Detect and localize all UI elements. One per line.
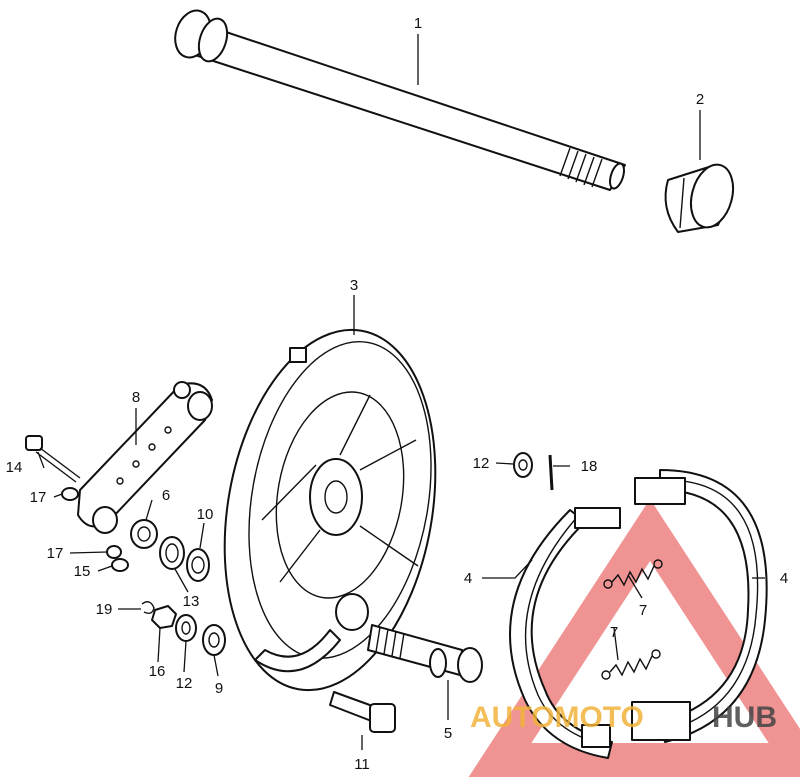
- callout-1: 1: [414, 15, 422, 32]
- watermark-logo-text: AUTOMOTO HUB: [470, 701, 777, 734]
- callout-11: 11: [354, 756, 370, 773]
- callout-9: 9: [215, 680, 223, 697]
- washer-12-upper-part: [513, 452, 533, 478]
- callout-6: 6: [162, 487, 170, 504]
- watermark-automoto: AUTOMOTO: [470, 701, 644, 734]
- clip-19-part: [141, 601, 155, 615]
- washer-17-lower-part: [106, 545, 122, 559]
- spring-upper-part: [603, 559, 663, 589]
- washer-10-part: [186, 548, 210, 582]
- callout-15: 15: [74, 563, 91, 580]
- adjuster-bolt-part: [25, 435, 81, 483]
- callout-7-lower: 7: [610, 624, 618, 641]
- callout-7-upper: 7: [639, 602, 647, 619]
- nut-16-part: [151, 605, 177, 629]
- watermark-logo-triangle: [468, 498, 800, 777]
- brake-shoe-left-part: [509, 507, 621, 759]
- callout-3: 3: [350, 277, 358, 294]
- callout-10: 10: [197, 506, 214, 523]
- brake-panel-part: [223, 328, 437, 692]
- pin-18-part: [548, 454, 554, 491]
- callout-4-left: 4: [464, 570, 472, 587]
- callout-19: 19: [96, 601, 113, 618]
- washer-13-part: [159, 536, 185, 570]
- callout-4-right: 4: [780, 570, 788, 587]
- collar-part: [664, 163, 735, 233]
- callout-labels: 1 2 3 4 4 5 6 7 7 8 9 10 11 12 12 13 14 …: [6, 15, 789, 773]
- callout-18: 18: [581, 458, 598, 475]
- leader-lines: [37, 34, 765, 750]
- callout-16: 16: [149, 663, 166, 680]
- callout-12-upper: 12: [473, 455, 490, 472]
- spring-lower-part: [601, 649, 661, 680]
- brake-cam-part: [367, 624, 483, 683]
- callout-14: 14: [6, 459, 23, 476]
- lock-washer-6-part: [130, 519, 158, 549]
- nut-15-part: [111, 558, 129, 572]
- callout-17-upper: 17: [30, 489, 47, 506]
- washer-17-upper-part: [61, 487, 79, 501]
- brake-arm-part: [77, 381, 213, 534]
- bolt-part: [329, 691, 396, 733]
- callout-13: 13: [183, 593, 200, 610]
- callout-5: 5: [444, 725, 452, 742]
- callout-12-lower: 12: [176, 675, 193, 692]
- callout-8: 8: [132, 389, 140, 406]
- washer-9-part: [202, 624, 226, 656]
- axle-part: [174, 9, 626, 191]
- callout-17-lower: 17: [47, 545, 64, 562]
- brake-shoe-right-part: [631, 469, 768, 743]
- washer-12-lower-part: [175, 614, 197, 642]
- callout-2: 2: [696, 91, 704, 108]
- watermark-hub: HUB: [712, 701, 777, 734]
